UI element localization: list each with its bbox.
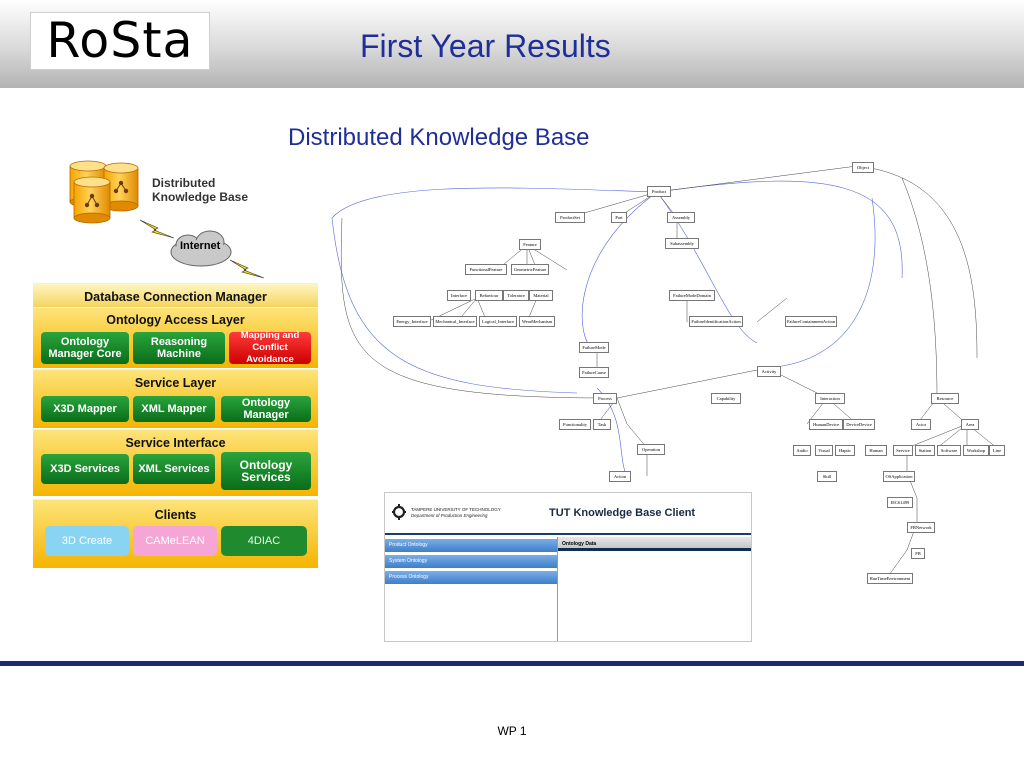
nav-product-ontology[interactable]: Product Ontology — [385, 539, 557, 552]
ontology-node: IEC61499 — [887, 497, 913, 508]
mapping-conflict-avoidance-box: Mapping and Conflict Avoidance — [229, 330, 311, 365]
clients-band: Clients 3D Create CAMeLEAN 4DIAC — [33, 499, 318, 568]
ontology-node: Logical_Interface — [479, 316, 517, 327]
4diac-client: 4DIAC — [221, 526, 307, 556]
ontology-node: Actor — [911, 419, 931, 430]
lightning-bolt-icon — [139, 219, 175, 239]
nav-system-ontology[interactable]: System Ontology — [385, 555, 557, 568]
header-divider — [385, 533, 751, 535]
ontology-node: Activity — [757, 366, 781, 377]
ontology-node: Visual — [815, 445, 833, 456]
ontology-node: FunctionalFeature — [465, 264, 507, 275]
ontology-node: Assembly — [667, 212, 695, 223]
x3d-services-box: X3D Services — [41, 454, 129, 484]
ontology-node: FailureContainmentAction — [785, 316, 837, 327]
ontology-node: Software — [937, 445, 961, 456]
ontology-node: Human — [865, 445, 887, 456]
service-interface-band: Service Interface X3D Services XML Servi… — [33, 429, 318, 496]
lightning-bolt-icon — [229, 259, 265, 279]
reasoning-machine-box: Reasoning Machine — [133, 332, 225, 364]
3d-create-client: 3D Create — [45, 526, 129, 556]
ontology-node: WearMechanism — [519, 316, 555, 327]
ontology-node: Audio — [793, 445, 811, 456]
ontology-edges — [331, 165, 998, 579]
cloud-icon — [170, 230, 232, 267]
ontology-services-box: Ontology Services — [221, 452, 311, 490]
db-label: Distributed Knowledge Base — [152, 176, 249, 204]
ontology-node: Energy_Interface — [393, 316, 431, 327]
ontology-node: Process — [593, 393, 617, 404]
ontology-node: Action — [609, 471, 631, 482]
ontology-node: Material — [529, 290, 553, 301]
slide-subtitle: Distributed Knowledge Base — [288, 124, 590, 151]
ontology-node: FBNetwork — [907, 522, 935, 533]
ontology-node: Area — [961, 419, 979, 430]
ontology-node: Station — [915, 445, 935, 456]
ontology-node: Feature — [519, 239, 541, 250]
slide-title: First Year Results — [360, 28, 611, 64]
ontology-node: FailureModeDomain — [669, 290, 715, 301]
xml-mapper-box: XML Mapper — [133, 396, 215, 422]
xml-services-box: XML Services — [133, 454, 215, 484]
tut-university: TAMPERE UNIVERSITY OF TECHNOLOGY Departm… — [411, 507, 501, 518]
ontology-node: Workshop — [963, 445, 989, 456]
tut-client-title: TUT Knowledge Base Client — [549, 507, 696, 519]
ontology-node: Task — [593, 419, 611, 430]
ontology-node: Skill — [817, 471, 837, 482]
ontology-node: Product — [647, 186, 671, 197]
ontology-node: Capability — [711, 393, 741, 404]
ontology-node: HumanDevice — [809, 419, 843, 430]
ontology-node: FailureIdentificationAction — [689, 316, 743, 327]
ontology-node: Object — [852, 162, 874, 173]
x3d-mapper-box: X3D Mapper — [41, 396, 129, 422]
rosta-logo: RoSta — [30, 12, 210, 70]
ontology-node: OSApplication — [883, 471, 915, 482]
ontology-node: Service — [893, 445, 913, 456]
access-layer-band: Ontology Access Layer Ontology Manager C… — [33, 307, 318, 368]
ontology-node: RunTimeEnvironment — [867, 573, 913, 584]
ontology-manager-core-box: Ontology Manager Core — [41, 332, 129, 364]
ontology-graph: Object Product ProductSet Part Assembly … — [327, 158, 1007, 588]
ontology-node: DeviceDevice — [843, 419, 875, 430]
ontology-node: GeometricFeature — [511, 264, 549, 275]
ontology-node: Tolerance — [503, 290, 529, 301]
footer-divider — [0, 661, 1024, 666]
ontology-node: Subassembly — [665, 238, 699, 249]
tut-client-header: TAMPERE UNIVERSITY OF TECHNOLOGY Departm… — [385, 493, 751, 537]
ontology-node: Haptic — [835, 445, 855, 456]
ontology-node: Interface — [447, 290, 471, 301]
gear-icon — [392, 504, 406, 520]
ontology-manager-box: Ontology Manager — [221, 396, 311, 422]
ontology-node: Mechanical_Interface — [433, 316, 477, 327]
database-icon — [69, 160, 139, 224]
tut-client-window: TAMPERE UNIVERSITY OF TECHNOLOGY Departm… — [384, 492, 752, 642]
connection-manager-band: Database Connection Manager — [33, 283, 318, 308]
ontology-node: FailureCause — [579, 367, 609, 378]
ontology-node: FailureMode — [579, 342, 609, 353]
ontology-data-panel-header: Ontology Data — [558, 537, 751, 551]
ontology-node: Interaction — [815, 393, 845, 404]
panel-divider — [557, 537, 558, 641]
ontology-node: Behaviour — [475, 290, 503, 301]
camelean-client: CAMeLEAN — [133, 526, 217, 556]
ontology-node: FB — [911, 548, 925, 559]
internet-label: Internet — [180, 240, 221, 252]
ontology-node: Line — [989, 445, 1005, 456]
footer-label: WP 1 — [497, 724, 527, 738]
ontology-node: Part — [611, 212, 627, 223]
ontology-node: ProductSet — [555, 212, 585, 223]
ontology-node: Operation — [637, 444, 665, 455]
ontology-node: Resource — [931, 393, 959, 404]
ontology-node: Functionality — [559, 419, 591, 430]
service-layer-band: Service Layer X3D Mapper XML Mapper Onto… — [33, 369, 318, 428]
nav-process-ontology[interactable]: Process Ontology — [385, 571, 557, 584]
